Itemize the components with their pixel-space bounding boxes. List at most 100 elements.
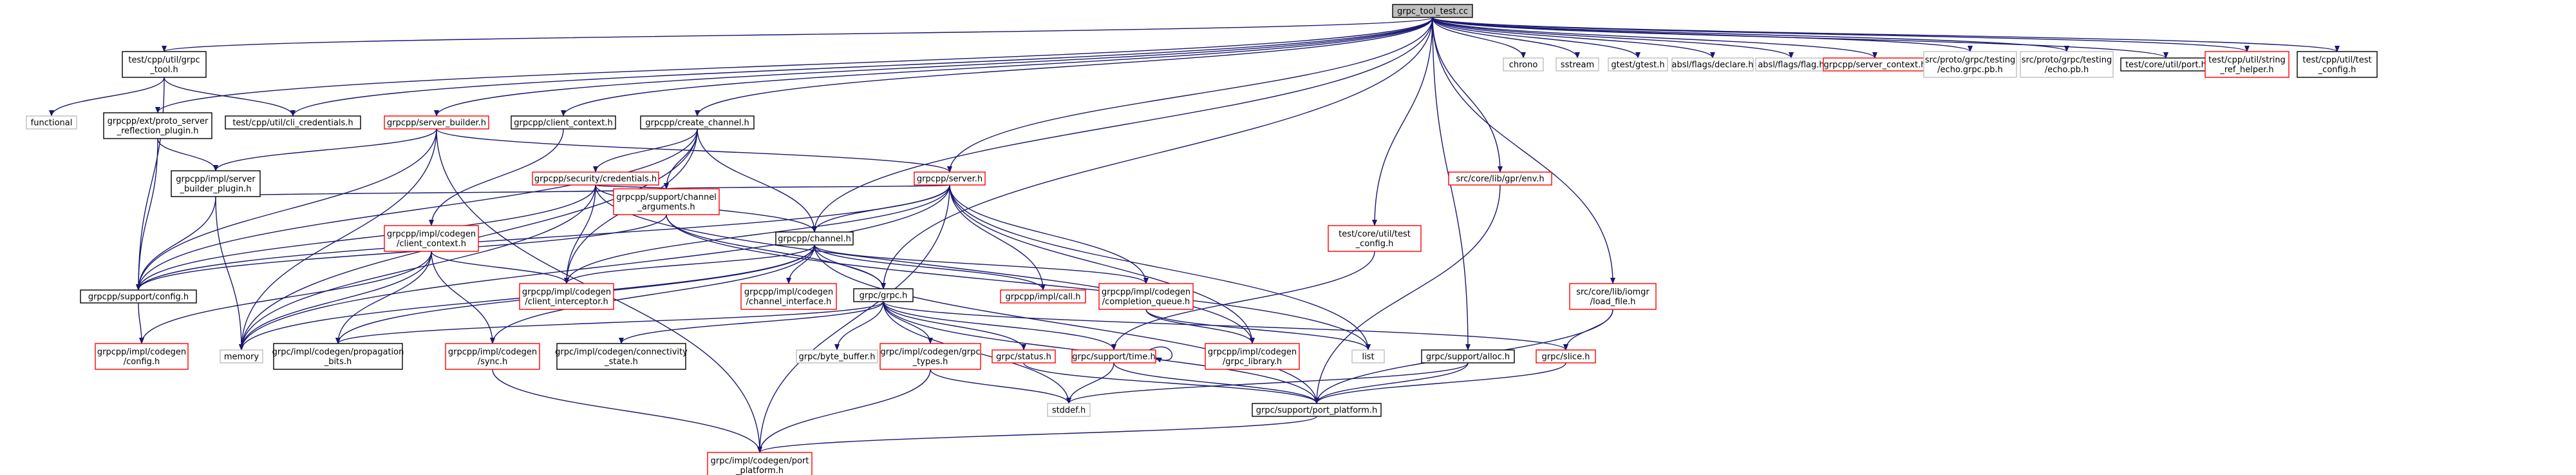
node-sstream: sstream [1556,57,1599,72]
include-edge [1372,17,1433,226]
node-channel-interface[interactable]: grpcpp/impl/codegen/channel_interface.h [740,283,837,310]
node-chrono: chrono [1503,57,1544,72]
node-test-grpc-tool[interactable]: test/cpp/util/grpc_tool.h [122,51,207,78]
node-box [1448,171,1552,186]
node-label: grpcpp/create_channel.h [645,119,749,128]
node-impl-call[interactable]: grpcpp/impl/call.h [1000,289,1086,304]
node-label: grpcpp/impl/codegen [1208,347,1297,357]
node-box [1536,349,1596,364]
node-box [1252,403,1382,417]
include-edge [695,17,1433,117]
node-label: grpcpp/server_context.h [1824,61,1926,70]
node-proto-reflection[interactable]: grpcpp/ext/proto_server_reflection_plugi… [103,112,212,139]
node-connectivity-state[interactable]: grpc/impl/codegen/connectivity_state.h [555,343,688,370]
node-port-h[interactable]: test/core/util/port.h [2120,57,2212,72]
include-edge [593,128,698,173]
node-security-credentials[interactable]: grpcpp/security/credentials.h [532,171,659,186]
node-label: /client_interceptor.h [525,297,608,307]
node-channel-arguments[interactable]: grpcpp/support/channel_arguments.h [613,188,720,215]
node-label: grpcpp/channel.h [778,235,851,244]
node-label: grpcpp/impl/server [176,175,256,184]
include-edge [947,17,1433,173]
node-box [384,225,479,252]
include-edge [136,184,596,291]
node-cpp-test-config[interactable]: test/cpp/util/test_config.h [2297,51,2378,78]
node-root[interactable]: grpc_tool_test.cc [1392,4,1473,18]
node-box [122,51,207,78]
node-alloc-h[interactable]: grpc/support/alloc.h [1421,349,1515,364]
node-label: /grpc_library.h [1223,357,1282,367]
node-string-ref-helper[interactable]: test/cpp/util/string_ref_helper.h [2205,51,2289,78]
node-label: functional [31,119,73,128]
node-label: grpc/impl/codegen/connectivity [555,347,688,357]
include-edge [1111,251,1375,351]
node-grpc-types[interactable]: grpc/impl/codegen/grpc_types.h [879,343,981,370]
node-label: /client_context.h [397,239,466,249]
include-edge [883,301,1026,351]
node-label: grpc/slice.h [1542,353,1590,362]
node-label: grpc/impl/codegen/port [711,456,809,466]
node-time-h[interactable]: grpc/support/time.h [1071,349,1156,364]
node-label: gtest/gtest.h [1611,61,1664,70]
include-edge [757,184,950,453]
node-label: grpc/impl/codegen/propagation [272,347,404,357]
node-channel-h[interactable]: grpcpp/channel.h [775,231,854,246]
node-propagation-bits[interactable]: grpc/impl/codegen/propagation_bits.h [272,343,404,370]
node-label: grpcpp/impl/codegen [448,347,537,357]
node-box [1071,349,1156,364]
node-status-h[interactable]: grpc/status.h [992,349,1056,364]
include-edge [697,128,817,233]
node-label: _config.h [1355,239,1394,249]
include-edge [157,138,218,171]
node-slice-h[interactable]: grpc/slice.h [1536,349,1596,364]
node-server-builder[interactable]: grpcpp/server_builder.h [384,115,489,130]
include-edge [1314,362,1566,404]
node-create-channel[interactable]: grpcpp/create_channel.h [640,115,755,130]
node-label: _config.h [2318,65,2356,75]
edges-layer [49,17,2340,453]
nodes-layer: grpc_tool_test.cc test/cpp/util/grpc_tool… [26,4,2378,475]
node-label: /completion_queue.h [1102,297,1190,307]
node-completion-queue[interactable]: grpcpp/impl/codegen/completion_queue.h [1098,283,1194,310]
include-edge [666,214,1371,351]
node-client-interceptor[interactable]: grpcpp/impl/codegen/client_interceptor.h [519,283,614,310]
node-codegen-port-platform[interactable]: grpc/impl/codegen/port_platform.h [707,452,813,475]
node-label: src/proto/grpc/testing [1925,55,2016,65]
node-grpc-h[interactable]: grpc/grpc.h [853,288,914,302]
node-functional: functional [26,115,77,130]
node-box [853,288,914,302]
node-label: src/core/lib/iomgr [1576,287,1650,297]
node-codegen-sync[interactable]: grpcpp/impl/codegen/sync.h [445,343,540,370]
node-codegen-client-context[interactable]: grpcpp/impl/codegen/client_context.h [384,225,479,252]
node-cli-credentials[interactable]: test/cpp/util/cli_credentials.h [225,115,361,130]
node-server-h[interactable]: grpcpp/server.h [914,171,986,186]
node-label: _bits.h [324,357,352,367]
node-label: grpcpp/security/credentials.h [534,175,657,184]
include-edge [814,244,886,289]
node-port-platform[interactable]: grpc/support/port_platform.h [1252,403,1382,417]
node-load-file[interactable]: src/core/lib/iomgr/load_file.h [1569,283,1657,310]
node-box [1556,57,1599,72]
include-edge [49,77,165,117]
node-box [171,170,261,197]
node-label: _tool.h [149,65,178,75]
node-label: _ref_helper.h [2219,65,2273,75]
include-edge [138,302,144,344]
node-label: sstream [1561,61,1594,70]
node-client-context[interactable]: grpcpp/client_context.h [511,115,616,130]
node-label: test/core/util/port.h [2125,61,2206,70]
node-server-context[interactable]: grpcpp/server_context.h [1823,57,1927,72]
node-codegen-config[interactable]: grpcpp/impl/codegen/config.h [95,343,189,370]
node-support-config[interactable]: grpcpp/support/config.h [80,289,197,304]
include-edge [883,301,933,344]
node-label: /load_file.h [1590,297,1636,307]
node-gpr-env[interactable]: src/core/lib/gpr/env.h [1448,171,1552,186]
node-label: grpcpp/impl/codegen [1102,287,1190,297]
node-box [273,343,403,370]
node-core-test-config[interactable]: test/core/util/test_config.h [1328,225,1422,252]
include-edge [814,244,1046,291]
node-grpc-library[interactable]: grpcpp/impl/codegen/grpc_library.h [1205,343,1300,370]
node-server-builder-plugin[interactable]: grpcpp/impl/server_builder_plugin.h [171,170,261,197]
node-label: _reflection_plugin.h [117,126,199,136]
include-edge [1023,362,1319,404]
